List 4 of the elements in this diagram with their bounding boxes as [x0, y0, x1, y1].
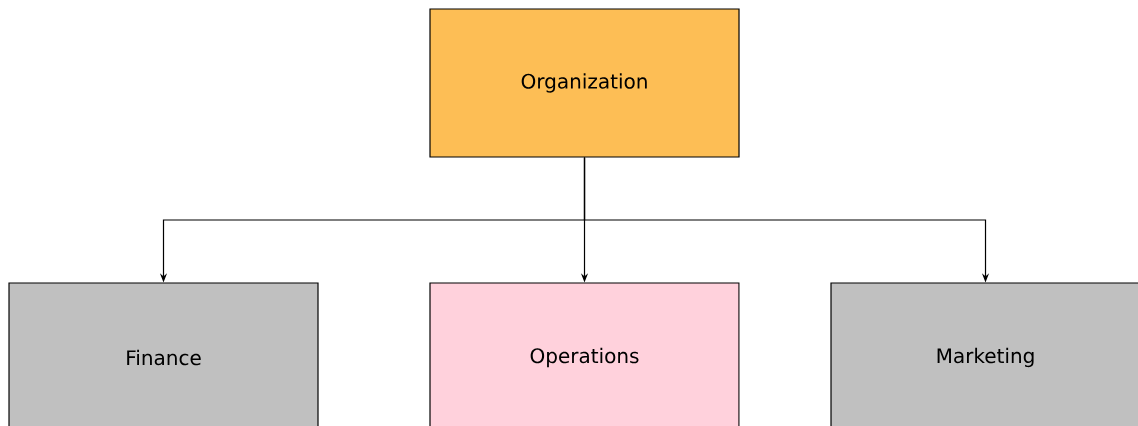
org-box: Organization: [429, 8, 740, 158]
department-box: Operations: [429, 282, 740, 426]
department-box: Marketing: [830, 282, 1138, 426]
department-box: Finance: [8, 282, 319, 426]
